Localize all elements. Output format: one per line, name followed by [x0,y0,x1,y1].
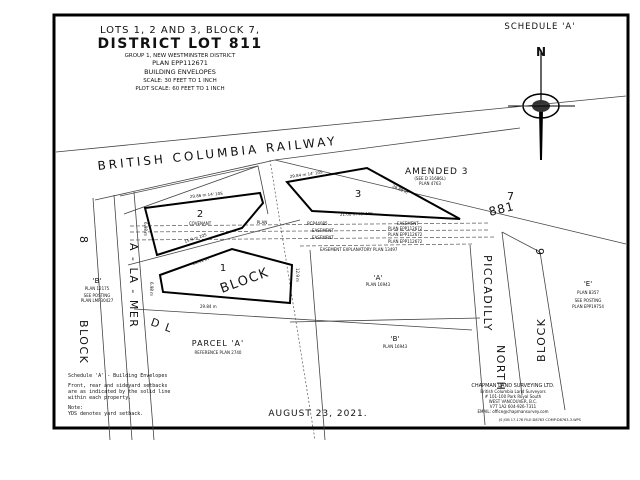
road-dl: D L [149,316,175,336]
lot-3-envelope [285,166,461,220]
surveyor-name: CHAPMAN LAND SURVEYING LTD. [471,383,555,389]
block-7-number: 7 [507,190,514,203]
title-plot-scale: PLOT SCALE: 60 FEET TO 1 INCH [135,86,224,92]
parcel-a-reference: PARCEL 'A' [192,339,244,348]
parcel-b-left: 'B' [93,277,102,285]
parcel-b-plan: PLAN 16943 [383,344,408,349]
railway-boundary-upper [55,95,627,153]
dimension-label: 15.9 m 20S [184,232,208,244]
block-8-number: 8 [77,236,90,245]
road-north: NORTH [494,345,507,391]
lot-2-envelope [143,191,265,257]
surveyor-line2: # 101-100 Park Royal South [485,394,542,399]
notes-line2: are as indicated by the solid line [68,389,170,395]
block-8-label: BLOCK [77,320,90,364]
surveyor-block: CHAPMAN LAND SURVEYING LTD. British Colu… [471,383,581,422]
plan-label: PLAN [257,220,267,225]
parcel-e-plan: PLAN 8357 [577,290,599,295]
note-text: YDS denotes yard setback. [68,411,143,417]
block-6-number: 6 [534,247,547,256]
road-piccadilly: PICCADILLY [481,255,494,332]
title-line1: LOTS 1, 2 AND 3, BLOCK 7, [100,25,260,36]
district-lot-881: 881 [487,199,516,219]
easement-label: EASEMENT [312,235,334,240]
dimension-label: 29.84 m 14' 10S [289,169,323,179]
notes-line1: Front, rear and sideyard setbacks [68,383,167,389]
title-line2: DISTRICT LOT 811 [97,36,262,52]
parcel-e-see: SEE POSTING [575,298,602,303]
parcel-b-left-plan: PLAN 12175 [85,286,110,291]
plan-border [52,13,630,430]
dimension-label: 6.98 m [149,282,154,296]
notes-block: Schedule 'A' - Building Envelopes Front,… [68,373,170,417]
title-block: LOTS 1, 2 AND 3, BLOCK 7, DISTRICT LOT 8… [97,25,262,92]
dimension-label: 29.86 m 14' 10S [190,191,224,199]
lot-3-number: 3 [355,189,361,200]
easement-explanatory-label: EASEMENT EXPLANATORY PLAN 13497 [320,247,398,252]
lot-1-block-label: BLOCK [218,265,271,297]
dimension-label: 28.88 m [392,183,409,195]
dimension-label: 6.98 m [143,222,148,236]
easement-plan-label: PLAN EPP112672 [388,226,423,231]
parcel-b: 'B' [391,335,400,343]
plan-date: AUGUST 23, 2021. [268,409,367,419]
lot-2-number: 2 [197,209,203,220]
easement-label: EASEMENT [312,228,334,233]
notes-schedule: Schedule 'A' - Building Envelopes [68,373,167,379]
schedule-label: SCHEDULE 'A' [504,22,575,32]
block-6-label: BLOCK [535,318,548,362]
parcel-b-left-see-plan: PLAN LMP30427 [81,298,114,303]
surveyor-footer: JS JOB 17-178 FILE:D8763 COMP:D8763-3.WP… [498,418,582,422]
amended-sub2: PLAN 4763 [419,181,441,186]
parcel-b-left-see: SEE POSTING [84,293,111,298]
railway-boundary-lower-east [274,127,521,161]
title-line4: PLAN EPP112671 [152,59,208,67]
note-label: Note: [68,405,83,411]
road-a-la-mer: A - LA - MER [127,243,140,328]
parcel-a-plan: PLAN 16943 [366,282,391,287]
surveyor-line3: WEST VANCOUVER, B.C. [489,399,537,404]
dimension-label: 28.92 m [192,256,209,266]
railway-boundary-lower [94,159,276,201]
parcel-a: 'A' [374,274,383,282]
easement-plan-label: PLAN EPP112672 [388,239,423,244]
easement-label: EASEMENT [397,221,419,226]
lot-1-number: 1 [220,263,226,274]
railway-label: BRITISH COLUMBIA RAILWAY [97,134,338,173]
north-label: N [536,45,546,59]
easement-plan-label: PLAN EPP112672 [388,232,423,237]
parcel-e: 'E' [584,280,592,288]
surveyor-email: EMAIL: office@chapmansurvey.com [477,409,548,414]
dimension-label: 12.9 m [295,268,300,282]
title-line5: BUILDING ENVELOPES [144,68,216,76]
bcp-label: BCP44085 [307,221,328,226]
dimension-label: 21.00 m 46' 10S [340,211,374,217]
title-scale: SCALE: 30 FEET TO 1 INCH [143,78,217,84]
amended-title: AMENDED 3 [405,167,468,177]
notes-line3: within each property. [68,395,131,401]
title-line3: GROUP 1, NEW WESTMINSTER DISTRICT [125,53,236,59]
dimension-label: 29.84 m [200,304,217,309]
parcel-a-reference-plan: REFERENCE PLAN 2740 [195,350,242,355]
amended-sub1: (SEE D 31686L) [414,176,446,181]
lot-1-envelope [158,247,294,305]
surveyor-line1: British Columbia Land Surveyors [480,389,545,394]
north-arrow-icon: N [508,45,575,160]
parcel-e-see-plan: PLAN EPP19754 [572,304,604,309]
covenant-label: COVENANT [189,221,212,226]
surveyor-line4: V7T 1A2 604-926-7311 [490,404,537,409]
lot-lines [92,159,627,441]
